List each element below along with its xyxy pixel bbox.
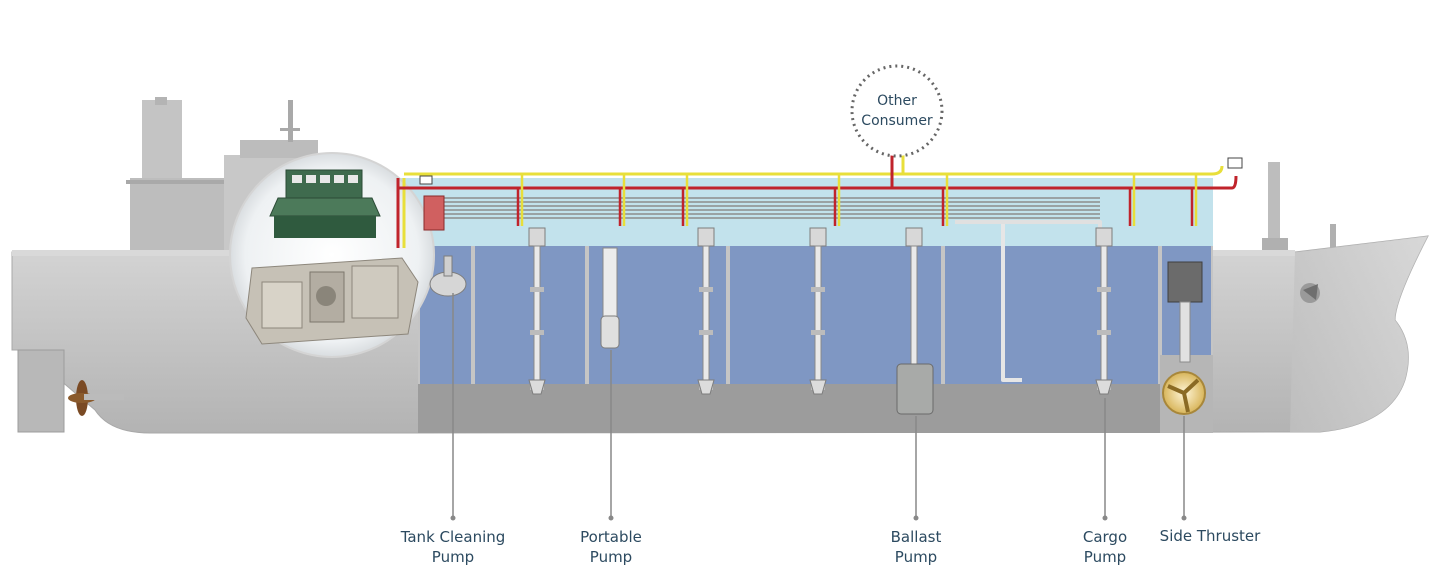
other-consumer-line1: Other [852, 91, 942, 111]
portable-pump-icon [601, 316, 619, 348]
label-side-thruster: Side Thruster [1130, 526, 1290, 546]
pump-flange [699, 330, 713, 335]
label-tank-cleaning-pump: Tank Cleaning Pump [373, 527, 533, 567]
side-thruster-shaft [1180, 302, 1190, 362]
rudder [18, 350, 64, 432]
label-portable-pump: Portable Pump [531, 527, 691, 567]
other-consumer-label: Other Consumer [852, 91, 942, 131]
cargo-pump-head-icon [1096, 228, 1112, 246]
label-line2: Pump [836, 547, 996, 567]
pump-flange [811, 330, 825, 335]
manifold-icon [424, 196, 444, 230]
side-thruster-motor-icon [1168, 262, 1202, 302]
ballast-pump-head-icon [906, 228, 922, 246]
label-line2: Pump [373, 547, 533, 567]
cargo-pump-head-icon [698, 228, 714, 246]
valve-block-icon [1228, 158, 1242, 168]
cargo-pump-head-icon [529, 228, 545, 246]
tank-compartment [730, 246, 941, 384]
pump-flange [699, 287, 713, 292]
ballast-pump-shaft [911, 246, 917, 364]
pump-flange [1097, 330, 1111, 335]
valve-block-icon [420, 176, 432, 184]
cargo-pump-head-icon [810, 228, 826, 246]
leader-dot [1103, 516, 1108, 521]
bow-mast [1262, 162, 1336, 252]
cargo-pump-shaft [703, 246, 709, 381]
bow-thruster-tunnel-icon [1300, 283, 1320, 303]
tank-compartment [945, 246, 1158, 384]
pump-flange [530, 287, 544, 292]
pump-flange [811, 287, 825, 292]
label-line2: Pump [1025, 547, 1185, 567]
cargo-pump-shaft [1101, 246, 1107, 381]
leader-dot [1182, 516, 1187, 521]
cargo-pump-shaft [534, 246, 540, 381]
label-ballast-pump: Ballast Pump [836, 527, 996, 567]
portable-pump-hose [603, 248, 617, 318]
pump-flange [530, 330, 544, 335]
pipe-yellow-main [404, 166, 1222, 174]
leader-dot [451, 516, 456, 521]
label-line1: Tank Cleaning [373, 527, 533, 547]
ballast-pump-motor-icon [897, 364, 933, 414]
label-line1: Ballast [836, 527, 996, 547]
cargo-pump-shaft [815, 246, 821, 381]
leader-dot [914, 516, 919, 521]
label-line1: Side Thruster [1130, 526, 1290, 546]
label-line1: Portable [531, 527, 691, 547]
label-line2: Pump [531, 547, 691, 567]
pump-flange [1097, 287, 1111, 292]
other-consumer-line2: Consumer [852, 111, 942, 131]
tank-cleaning-pump-shaft [444, 256, 452, 276]
power-pack-icon [246, 258, 418, 344]
tank-compartment [475, 246, 585, 384]
ship-bow [1290, 236, 1428, 432]
leader-dot [609, 516, 614, 521]
